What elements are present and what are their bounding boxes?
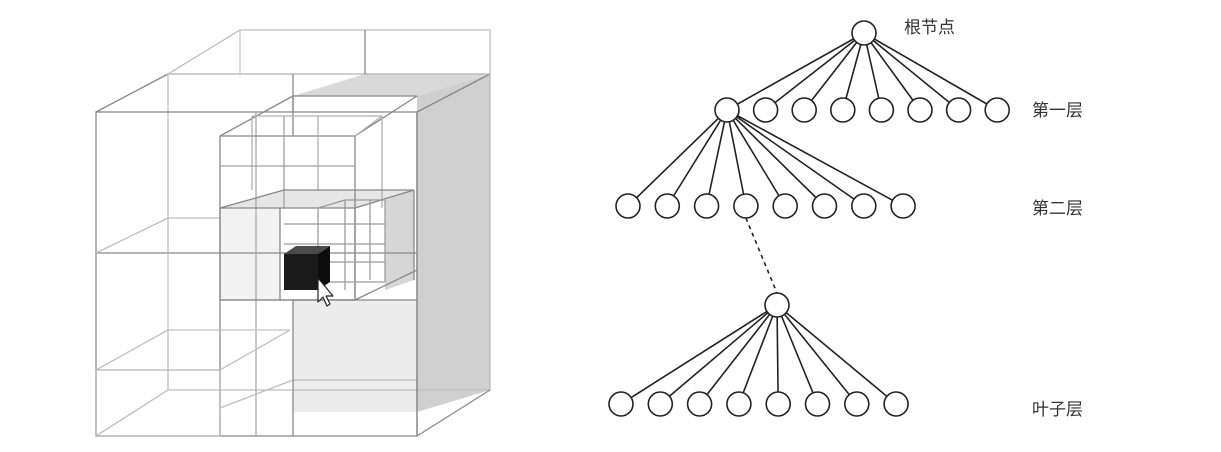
tree-node-level1	[984, 97, 1011, 123]
target-cell	[284, 246, 330, 290]
tree-node-level2	[693, 193, 720, 219]
tree-edge	[738, 304, 778, 405]
tree-node-level1	[714, 97, 740, 123]
tree-node-level1	[752, 97, 779, 123]
tree-node-level1	[907, 97, 933, 123]
tree-node-level2	[654, 193, 681, 219]
tree-edge	[659, 304, 778, 405]
tree-node-level2	[733, 193, 759, 219]
tree-node-leaf	[647, 391, 674, 417]
tree-node-level2	[850, 193, 877, 219]
tree-edge-dashed	[745, 217, 778, 294]
tree-node-leaf	[726, 391, 752, 417]
tree-edge	[620, 304, 778, 405]
tree-edge	[863, 32, 960, 111]
tree-edge	[666, 109, 728, 207]
tree-edge	[698, 304, 778, 405]
root-label: 根节点	[904, 18, 955, 38]
tree-edge	[776, 304, 858, 405]
octree-cube	[95, 29, 491, 437]
tree-node-level2	[811, 193, 838, 219]
tree-edge	[705, 109, 728, 207]
tree-edge	[726, 109, 826, 207]
tree-edge	[803, 32, 865, 111]
cursor-arrow-icon	[317, 277, 334, 307]
tree-edge	[776, 304, 819, 405]
tree-node-leaf	[686, 391, 713, 417]
octant-right-face	[417, 74, 490, 412]
tree-node-level2	[772, 193, 799, 219]
tree-edge	[627, 109, 728, 207]
tree-node-level2	[890, 193, 916, 219]
tree-edge	[726, 109, 904, 207]
tree-edge	[863, 32, 998, 111]
suboctant-side-face	[385, 190, 414, 290]
level1-label: 第一层	[1032, 101, 1083, 121]
tree-edge	[726, 109, 865, 207]
tree-edge	[726, 32, 865, 111]
tree-node-level1	[945, 97, 972, 123]
tree-node-level1	[829, 97, 856, 123]
tree-node-level1	[868, 97, 895, 123]
tree-edge	[726, 109, 786, 207]
leaf-label: 叶子层	[1032, 400, 1083, 420]
tree-edge	[726, 109, 747, 207]
octree-tree	[608, 20, 1011, 417]
tree-edge	[842, 32, 865, 111]
tree-node-leaf	[843, 391, 870, 417]
tree-edge	[863, 32, 921, 111]
tree-node-level1	[791, 97, 818, 123]
tree-node-root	[851, 20, 877, 46]
octant-front-face	[293, 300, 417, 412]
level2-label: 第二层	[1032, 199, 1083, 219]
tree-node-leaf	[608, 391, 634, 417]
tree-node-leaf	[765, 391, 792, 417]
tree-edge	[776, 304, 897, 405]
tree-node-leaf	[804, 391, 831, 417]
tree-node-level2	[615, 193, 641, 219]
suboctant-front-face	[220, 208, 280, 300]
tree-edge	[765, 32, 865, 111]
tree-node-leaf	[883, 391, 909, 417]
octant-top-face	[293, 74, 490, 96]
tree-edge	[863, 32, 883, 111]
tree-node-leaf-parent	[764, 292, 790, 318]
tree-edge	[776, 304, 779, 405]
